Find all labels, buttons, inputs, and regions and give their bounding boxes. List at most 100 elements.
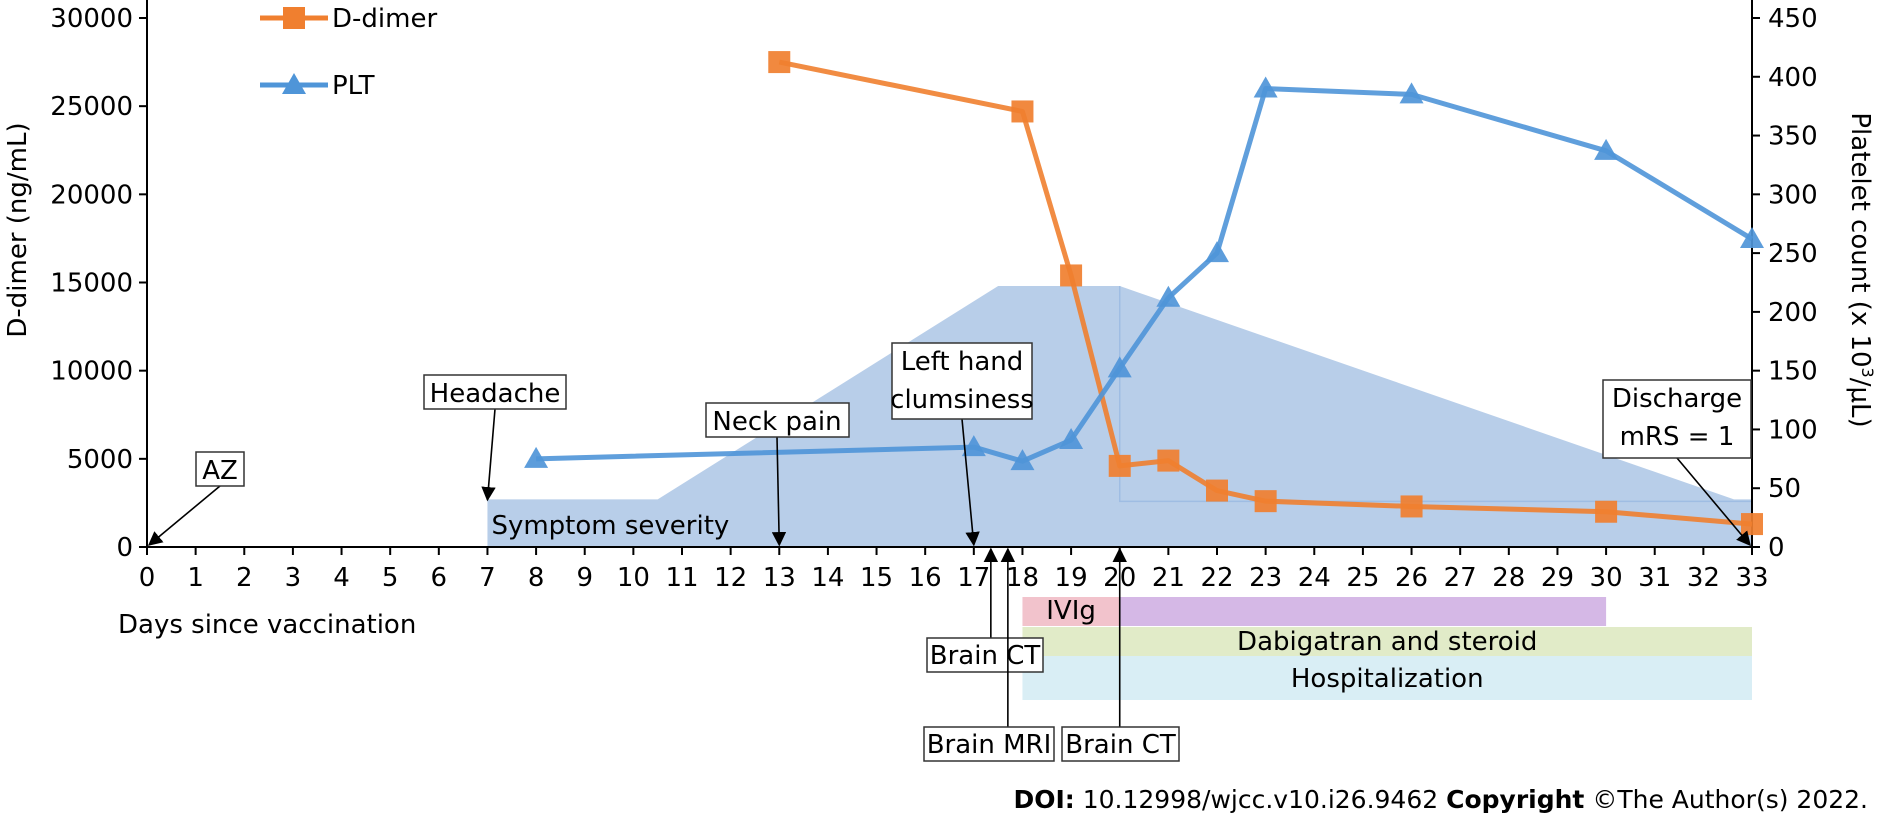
x-tick-label: 25 [1346, 563, 1379, 593]
event-arrow [1676, 457, 1751, 547]
data-point-marker [1399, 82, 1424, 104]
data-point-marker [524, 446, 549, 468]
data-point-marker [1253, 76, 1278, 98]
data-point-marker [1010, 449, 1035, 471]
doi-value: 10.12998/wjcc.v10.i26.9462 [1083, 785, 1438, 814]
event-box [1602, 379, 1752, 459]
data-point-marker [1595, 500, 1618, 523]
treatment-bar-fill [1022, 656, 1752, 700]
data-point-marker [1157, 449, 1180, 472]
x-tick-label: 23 [1249, 563, 1282, 593]
legend-marker [282, 73, 306, 94]
x-tick-label: 22 [1200, 563, 1233, 593]
right-tick-label: 250 [1768, 239, 1818, 269]
x-tick-label: 30 [1590, 563, 1623, 593]
left-axis-title: D-dimer (ng/mL) [3, 122, 33, 337]
data-point-marker [1060, 264, 1083, 287]
x-tick-label: 32 [1687, 563, 1720, 593]
legend-entry: PLT [260, 71, 375, 101]
doi-label: DOI: [1013, 785, 1074, 814]
right-axis-title: Platelet count (x 103/μL) [1845, 112, 1877, 427]
imaging-callout: Brain CT [1061, 547, 1180, 762]
x-tick-label: 2 [236, 563, 253, 593]
imaging-label: Brain MRI [927, 730, 1052, 760]
footer-citation: DOI: 10.12998/wjcc.v10.i26.9462 Copyrigh… [1013, 785, 1868, 814]
left-tick-label: 30000 [50, 4, 133, 34]
x-tick-label: 7 [479, 563, 496, 593]
data-point-marker [1594, 138, 1619, 160]
right-axis-title-tail: /μL) [1845, 378, 1875, 428]
x-tick-label: 4 [333, 563, 350, 593]
legend-entry: D-dimer [260, 4, 437, 34]
left-tick-label: 10000 [50, 357, 133, 387]
data-point-marker [1741, 513, 1763, 536]
event-arrow [961, 418, 980, 547]
event-box [195, 451, 245, 487]
data-point-marker [1400, 495, 1423, 518]
event-label: Left hand [901, 347, 1024, 377]
legend-label: PLT [332, 71, 375, 101]
x-tick-label: 9 [576, 563, 593, 593]
imaging-box [1061, 726, 1180, 762]
x-tick-label: 18 [1006, 563, 1039, 593]
x-tick-label: 14 [811, 563, 844, 593]
x-tick-label: 6 [431, 563, 448, 593]
treatment-bar: Dabigatran and steroid [1022, 627, 1752, 657]
x-tick-label: 8 [528, 563, 545, 593]
x-tick-label: 3 [285, 563, 302, 593]
x-tick-label: 0 [139, 563, 156, 593]
x-tick-label: 1 [187, 563, 204, 593]
left-tick-label: 5000 [67, 445, 133, 475]
legend-marker [283, 7, 305, 29]
x-tick-label: 16 [909, 563, 942, 593]
data-point-marker [1059, 428, 1084, 450]
x-axis-title: Days since vaccination [118, 610, 416, 640]
event-box [891, 342, 1033, 420]
event-label: Discharge [1612, 384, 1742, 414]
treatment-bar-label: Dabigatran and steroid [1237, 627, 1537, 657]
right-tick-label: 300 [1768, 180, 1818, 210]
event-box [423, 374, 567, 410]
x-tick-label: 29 [1541, 563, 1574, 593]
series-d-dimer [768, 51, 1763, 536]
imaging-callout: Brain CT [926, 547, 1044, 673]
treatment-bar-fill [1119, 597, 1607, 626]
data-point-marker [1108, 454, 1131, 477]
data-point-marker [1156, 285, 1181, 307]
data-point-marker [768, 51, 791, 74]
right-tick-label: 450 [1768, 4, 1818, 34]
event-label: mRS = 1 [1620, 422, 1735, 452]
data-point-marker [1205, 241, 1229, 263]
right-tick-label: 150 [1768, 357, 1818, 387]
imaging-label: Brain CT [930, 641, 1041, 671]
imaging-label: Brain CT [1065, 730, 1176, 760]
data-point-marker [961, 435, 986, 457]
x-tick-label: 10 [617, 563, 650, 593]
x-tick-label: 33 [1735, 563, 1768, 593]
imaging-callout: Brain MRI [923, 547, 1055, 762]
x-tick-label: 19 [1055, 563, 1088, 593]
right-axis-title-superscript: 3 [1858, 368, 1877, 378]
event-callout: Discharge mRS = 1 [1602, 379, 1752, 547]
right-tick-label: 200 [1768, 298, 1818, 328]
x-tick-label: 17 [957, 563, 990, 593]
treatment-bar: IVIg [1022, 596, 1120, 626]
event-arrow [771, 436, 787, 547]
left-tick-label: 15000 [50, 269, 133, 299]
x-tick-label: 28 [1492, 563, 1525, 593]
right-axis-title-main: Platelet count (x 10 [1845, 112, 1875, 367]
copyright-label: Copyright [1446, 785, 1584, 814]
event-callout: Headache [423, 374, 567, 502]
imaging-box [923, 726, 1055, 762]
series-plt [524, 76, 1764, 471]
x-tick-label: 5 [382, 563, 399, 593]
left-tick-label: 25000 [50, 92, 133, 122]
left-tick-label: 0 [116, 533, 133, 563]
event-arrow [147, 485, 221, 546]
x-tick-label: 15 [860, 563, 893, 593]
event-label: Headache [430, 379, 561, 409]
event-label: AZ [202, 456, 238, 486]
